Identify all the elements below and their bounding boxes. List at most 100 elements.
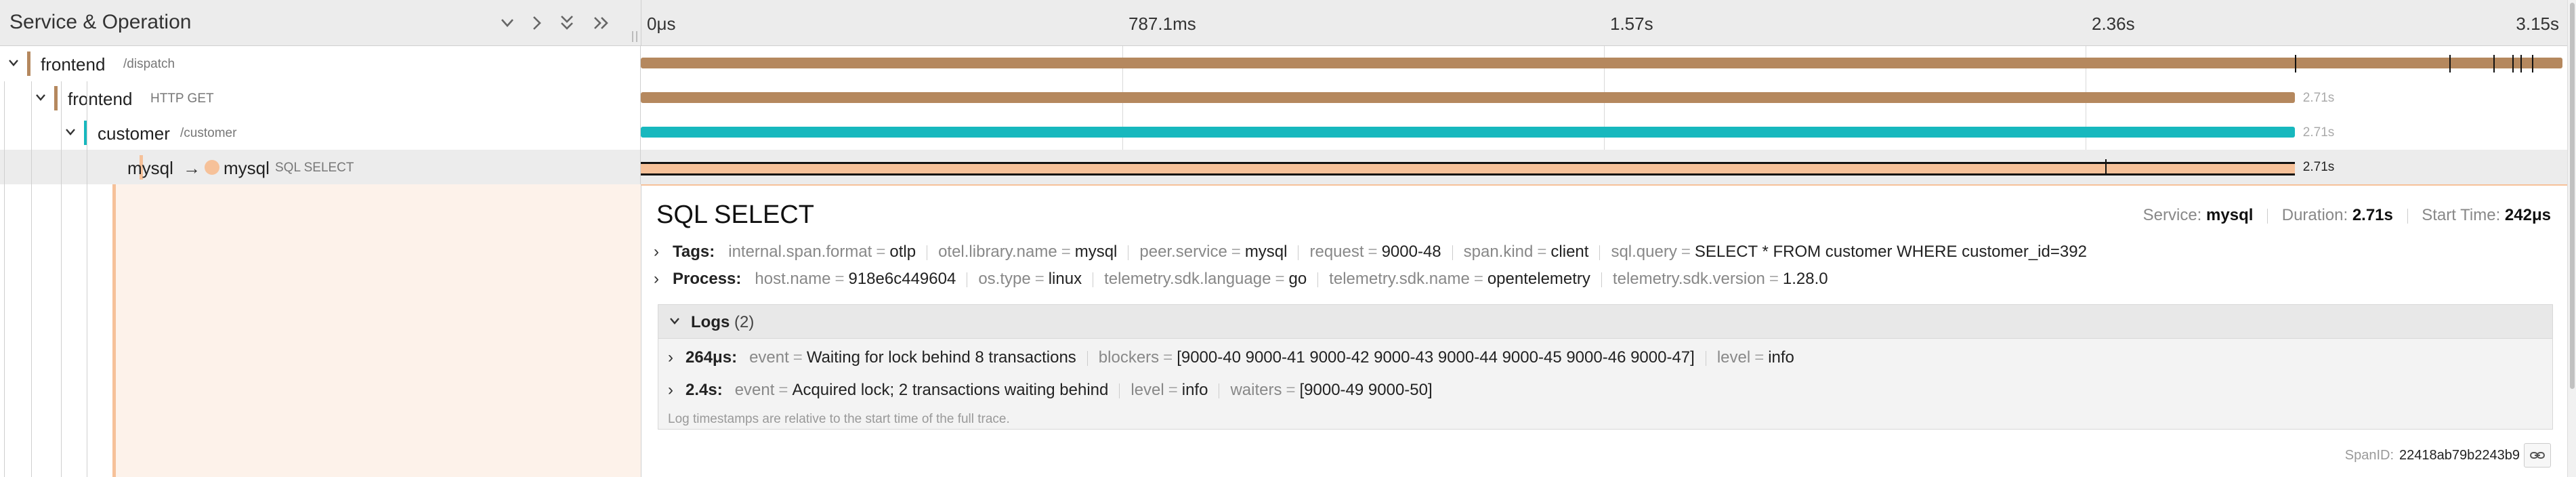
span-duration-label: 2.71s: [2302, 91, 2335, 105]
operation-name: HTTP GET: [150, 91, 214, 106]
kv-key: event: [749, 348, 789, 367]
span-id-value: 22418ab79b2243b9: [2399, 448, 2520, 463]
chevron-down-icon[interactable]: [31, 88, 50, 107]
logs-title: Logs (2): [691, 313, 755, 331]
kv-value: [9000-40 9000-41 9000-42 9000-43 9000-44…: [1177, 348, 1695, 367]
log-entry[interactable]: ›2.4s:event=Acquired lock; 2 transaction…: [668, 381, 1433, 400]
start-time-label: Start Time:: [2422, 206, 2501, 224]
operation-name: SQL SELECT: [275, 161, 354, 175]
service-name: mysql: [127, 158, 173, 178]
operation-name: /dispatch: [123, 57, 175, 71]
tree-guide-line: [61, 81, 62, 477]
kv-key: telemetry.sdk.language: [1104, 270, 1271, 288]
kv-pair: internal.span.format=otlp: [728, 243, 916, 261]
kv-value: 918e6c449604: [848, 270, 956, 288]
expand-all-button[interactable]: [588, 9, 614, 37]
tags-label: Tags:: [673, 243, 715, 261]
start-time-value: 242μs: [2504, 206, 2551, 224]
span-name-cell[interactable]: customer/customer: [0, 115, 641, 150]
log-timestamp: 264μs:: [685, 348, 738, 367]
service-color-marker: [84, 121, 87, 145]
chevron-down-icon: [667, 313, 683, 329]
kv-pair: os.type=linux: [978, 270, 1082, 288]
link-icon: [2530, 452, 2545, 459]
span-bar[interactable]: [641, 162, 2295, 175]
kv-key: blockers: [1098, 348, 1160, 367]
span-bar[interactable]: [641, 58, 2562, 68]
kv-pair: telemetry.sdk.name=opentelemetry: [1329, 270, 1590, 288]
double-chevron-down-icon: [561, 16, 573, 30]
kv-value: client: [1550, 243, 1589, 261]
chevron-down-icon[interactable]: [61, 123, 80, 142]
service-color-marker: [140, 155, 143, 180]
span-bar[interactable]: [641, 127, 2295, 138]
span-duration-label: 2.71s: [2302, 125, 2335, 140]
kv-value: 1.28.0: [1782, 270, 1828, 288]
kv-pair: event=Waiting for lock behind 8 transact…: [749, 348, 1076, 367]
expand-one-button[interactable]: [524, 9, 549, 37]
copy-link-button[interactable]: [2524, 443, 2551, 468]
span-detail-panel: SQL SELECT Service: mysql Duration: 2.71…: [641, 184, 2567, 477]
kv-value: [9000-49 9000-50]: [1299, 381, 1433, 399]
kv-value: otlp: [889, 243, 916, 261]
kv-value: mysql: [1244, 243, 1288, 261]
collapse-all-button[interactable]: [554, 9, 580, 37]
log-entry[interactable]: › 264μs: event=Waiting for lock behind 8 t…: [668, 348, 1794, 367]
kv-key: sql.query: [1611, 243, 1677, 261]
process-row[interactable]: › Process: host.name=918e6c449604 os.type=l…: [654, 270, 1828, 289]
logs-section: Logs (2) › 264μs: event=Waiting for lock b…: [658, 304, 2553, 430]
tick-label: 787.1ms: [1128, 14, 1196, 34]
kv-value: linux: [1048, 270, 1082, 288]
log-event-marker: [2531, 54, 2533, 72]
kv-pair: host.name=918e6c449604: [755, 270, 956, 288]
kv-pair: sql.query=SELECT * FROM customer WHERE c…: [1611, 243, 2087, 261]
tree-guide-line: [4, 81, 5, 477]
tree-guide-line: [31, 81, 32, 477]
tick-label: 1.57s: [1610, 14, 1653, 34]
kv-value: Waiting for lock behind 8 transactions: [806, 348, 1076, 367]
kv-pair: peer.service=mysql: [1139, 243, 1288, 261]
chevron-right-icon: ›: [668, 348, 673, 367]
peer-service-dot: [205, 160, 219, 175]
kv-pair: waiters=[9000-49 9000-50]: [1230, 381, 1433, 399]
duration-value: 2.71s: [2352, 206, 2393, 224]
span-name-cell[interactable]: frontend/dispatch: [0, 46, 641, 81]
log-event-marker: [2105, 159, 2107, 175]
scrollbar-thumb[interactable]: [2570, 3, 2575, 389]
kv-pair: request=9000-48: [1309, 243, 1441, 261]
kv-value: SELECT * FROM customer WHERE customer_id…: [1694, 243, 2087, 261]
span-bar[interactable]: [641, 92, 2295, 103]
operation-name: /customer: [180, 126, 237, 140]
kv-key: peer.service: [1139, 243, 1227, 261]
kv-value: mysql: [1074, 243, 1118, 261]
chevron-down-icon[interactable]: [4, 54, 23, 72]
service-value: mysql: [2206, 206, 2254, 224]
collapse-one-button[interactable]: [494, 9, 520, 37]
arrow-right-icon: →: [183, 158, 200, 178]
kv-key: telemetry.sdk.name: [1329, 270, 1470, 288]
kv-key: os.type: [978, 270, 1031, 288]
column-resize-handle[interactable]: [630, 31, 641, 45]
chevron-right-icon: [533, 16, 541, 30]
log-event-marker: [2520, 54, 2522, 72]
chevron-right-icon: ›: [654, 243, 659, 261]
process-label: Process:: [673, 270, 742, 288]
span-row[interactable]: customer/customer 2.71s: [0, 115, 2567, 150]
kv-pair: telemetry.sdk.language=go: [1104, 270, 1307, 288]
detail-color-stripe: [112, 184, 116, 477]
logs-count: (2): [734, 313, 755, 331]
chevron-right-icon: ›: [668, 381, 673, 399]
scrollbar[interactable]: [2567, 0, 2576, 477]
span-row[interactable]: frontend/dispatch: [0, 46, 2567, 81]
service-operation-header: Service & Operation: [0, 0, 641, 46]
kv-key: level: [1131, 381, 1164, 399]
logs-header[interactable]: Logs (2): [658, 305, 2552, 339]
chevron-right-icon: ›: [654, 270, 659, 288]
